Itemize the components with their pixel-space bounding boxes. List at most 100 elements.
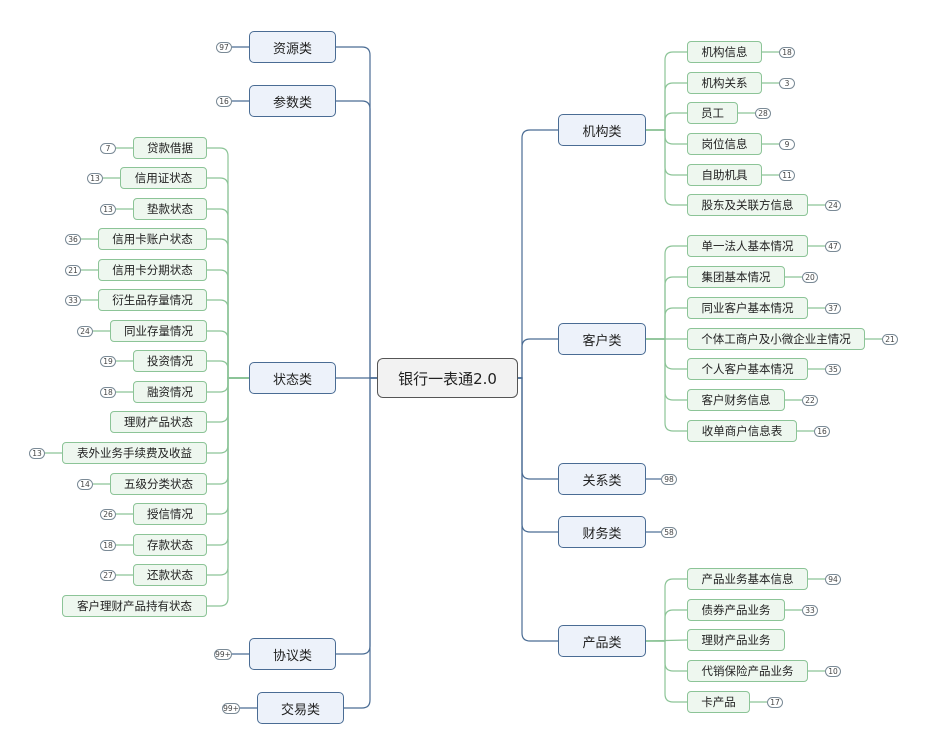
count-badge: 13 <box>29 447 45 459</box>
connector <box>646 129 687 206</box>
subtopic-机构信息[interactable]: 机构信息 <box>687 41 762 63</box>
connector <box>207 269 249 379</box>
count-badge: 19 <box>100 355 116 367</box>
count-badge: 33 <box>802 604 818 616</box>
count-badge: 24 <box>77 325 93 337</box>
subtopic-衍生品存量情况[interactable]: 衍生品存量情况 <box>98 289 207 311</box>
count-badge: 18 <box>100 539 116 551</box>
count-badge: 7 <box>100 142 116 154</box>
count-badge: 36 <box>65 233 81 245</box>
subtopic-收单商户信息表[interactable]: 收单商户信息表 <box>687 420 797 442</box>
topic-财务类[interactable]: 财务类 <box>558 516 646 548</box>
connector <box>207 330 249 379</box>
subtopic-单一法人基本情况[interactable]: 单一法人基本情况 <box>687 235 808 257</box>
topic-参数类[interactable]: 参数类 <box>249 85 336 117</box>
topic-资源类[interactable]: 资源类 <box>249 31 336 63</box>
connector <box>207 377 249 607</box>
count-badge: 11 <box>779 169 795 181</box>
count-badge: 94 <box>825 573 841 585</box>
count-badge: 37 <box>825 302 841 314</box>
subtopic-投资情况[interactable]: 投资情况 <box>133 350 207 372</box>
subtopic-债券产品业务[interactable]: 债券产品业务 <box>687 599 785 621</box>
subtopic-贷款借据[interactable]: 贷款借据 <box>133 137 207 159</box>
subtopic-客户财务信息[interactable]: 客户财务信息 <box>687 389 785 411</box>
count-badge: 21 <box>882 333 898 345</box>
subtopic-表外业务手续费及收益[interactable]: 表外业务手续费及收益 <box>62 442 207 464</box>
subtopic-产品业务基本信息[interactable]: 产品业务基本信息 <box>687 568 808 590</box>
connector <box>517 377 558 642</box>
subtopic-同业存量情况[interactable]: 同业存量情况 <box>110 320 207 342</box>
subtopic-岗位信息[interactable]: 岗位信息 <box>687 133 762 155</box>
root-topic[interactable]: 银行一表通2.0 <box>377 358 518 398</box>
count-badge: 58 <box>661 526 677 538</box>
count-badge: 16 <box>814 425 830 437</box>
subtopic-同业客户基本情况[interactable]: 同业客户基本情况 <box>687 297 808 319</box>
subtopic-机构关系[interactable]: 机构关系 <box>687 72 762 94</box>
topic-交易类[interactable]: 交易类 <box>257 692 344 724</box>
connector <box>336 100 377 379</box>
count-badge: 17 <box>767 696 783 708</box>
connector <box>207 147 249 379</box>
topic-产品类[interactable]: 产品类 <box>558 625 646 657</box>
count-badge: 99+ <box>214 648 232 660</box>
subtopic-集团基本情况[interactable]: 集团基本情况 <box>687 266 785 288</box>
count-badge: 21 <box>65 264 81 276</box>
connector <box>646 129 687 145</box>
count-badge: 22 <box>802 394 818 406</box>
subtopic-代销保险产品业务[interactable]: 代销保险产品业务 <box>687 660 808 682</box>
subtopic-客户理财产品持有状态[interactable]: 客户理财产品持有状态 <box>62 595 207 617</box>
count-badge: 18 <box>779 46 795 58</box>
subtopic-卡产品[interactable]: 卡产品 <box>687 691 750 713</box>
count-badge: 26 <box>100 508 116 520</box>
connector <box>646 307 687 340</box>
connector <box>207 238 249 379</box>
subtopic-理财产品业务[interactable]: 理财产品业务 <box>687 629 785 651</box>
connector <box>646 245 687 340</box>
count-badge: 14 <box>77 478 93 490</box>
topic-客户类[interactable]: 客户类 <box>558 323 646 355</box>
subtopic-授信情况[interactable]: 授信情况 <box>133 503 207 525</box>
connector <box>646 338 687 370</box>
count-badge: 47 <box>825 240 841 252</box>
topic-机构类[interactable]: 机构类 <box>558 114 646 146</box>
subtopic-员工[interactable]: 员工 <box>687 102 738 124</box>
connector <box>517 129 558 379</box>
connector <box>344 377 377 709</box>
subtopic-股东及关联方信息[interactable]: 股东及关联方信息 <box>687 194 808 216</box>
connector <box>646 609 687 642</box>
subtopic-个体工商户及小微企业主情况[interactable]: 个体工商户及小微企业主情况 <box>687 328 865 350</box>
connector <box>646 82 687 131</box>
count-badge: 33 <box>65 294 81 306</box>
topic-状态类[interactable]: 状态类 <box>249 362 336 394</box>
connector <box>207 299 249 379</box>
count-badge: 99+ <box>222 702 240 714</box>
topic-协议类[interactable]: 协议类 <box>249 638 336 670</box>
connector <box>517 377 558 480</box>
topic-关系类[interactable]: 关系类 <box>558 463 646 495</box>
count-badge: 35 <box>825 363 841 375</box>
subtopic-理财产品状态[interactable]: 理财产品状态 <box>110 411 207 433</box>
subtopic-信用卡账户状态[interactable]: 信用卡账户状态 <box>98 228 207 250</box>
subtopic-融资情况[interactable]: 融资情况 <box>133 381 207 403</box>
connector <box>207 177 249 379</box>
subtopic-还款状态[interactable]: 还款状态 <box>133 564 207 586</box>
count-badge: 16 <box>216 95 232 107</box>
count-badge: 24 <box>825 199 841 211</box>
count-badge: 13 <box>87 172 103 184</box>
subtopic-信用证状态[interactable]: 信用证状态 <box>120 167 207 189</box>
subtopic-个人客户基本情况[interactable]: 个人客户基本情况 <box>687 358 808 380</box>
connector <box>207 208 249 379</box>
count-badge: 97 <box>216 41 232 53</box>
subtopic-垫款状态[interactable]: 垫款状态 <box>133 198 207 220</box>
subtopic-信用卡分期状态[interactable]: 信用卡分期状态 <box>98 259 207 281</box>
connector <box>646 276 687 340</box>
count-badge: 10 <box>825 665 841 677</box>
count-badge: 27 <box>100 569 116 581</box>
count-badge: 13 <box>100 203 116 215</box>
connector <box>646 51 687 131</box>
subtopic-自助机具[interactable]: 自助机具 <box>687 164 762 186</box>
subtopic-存款状态[interactable]: 存款状态 <box>133 534 207 556</box>
subtopic-五级分类状态[interactable]: 五级分类状态 <box>110 473 207 495</box>
